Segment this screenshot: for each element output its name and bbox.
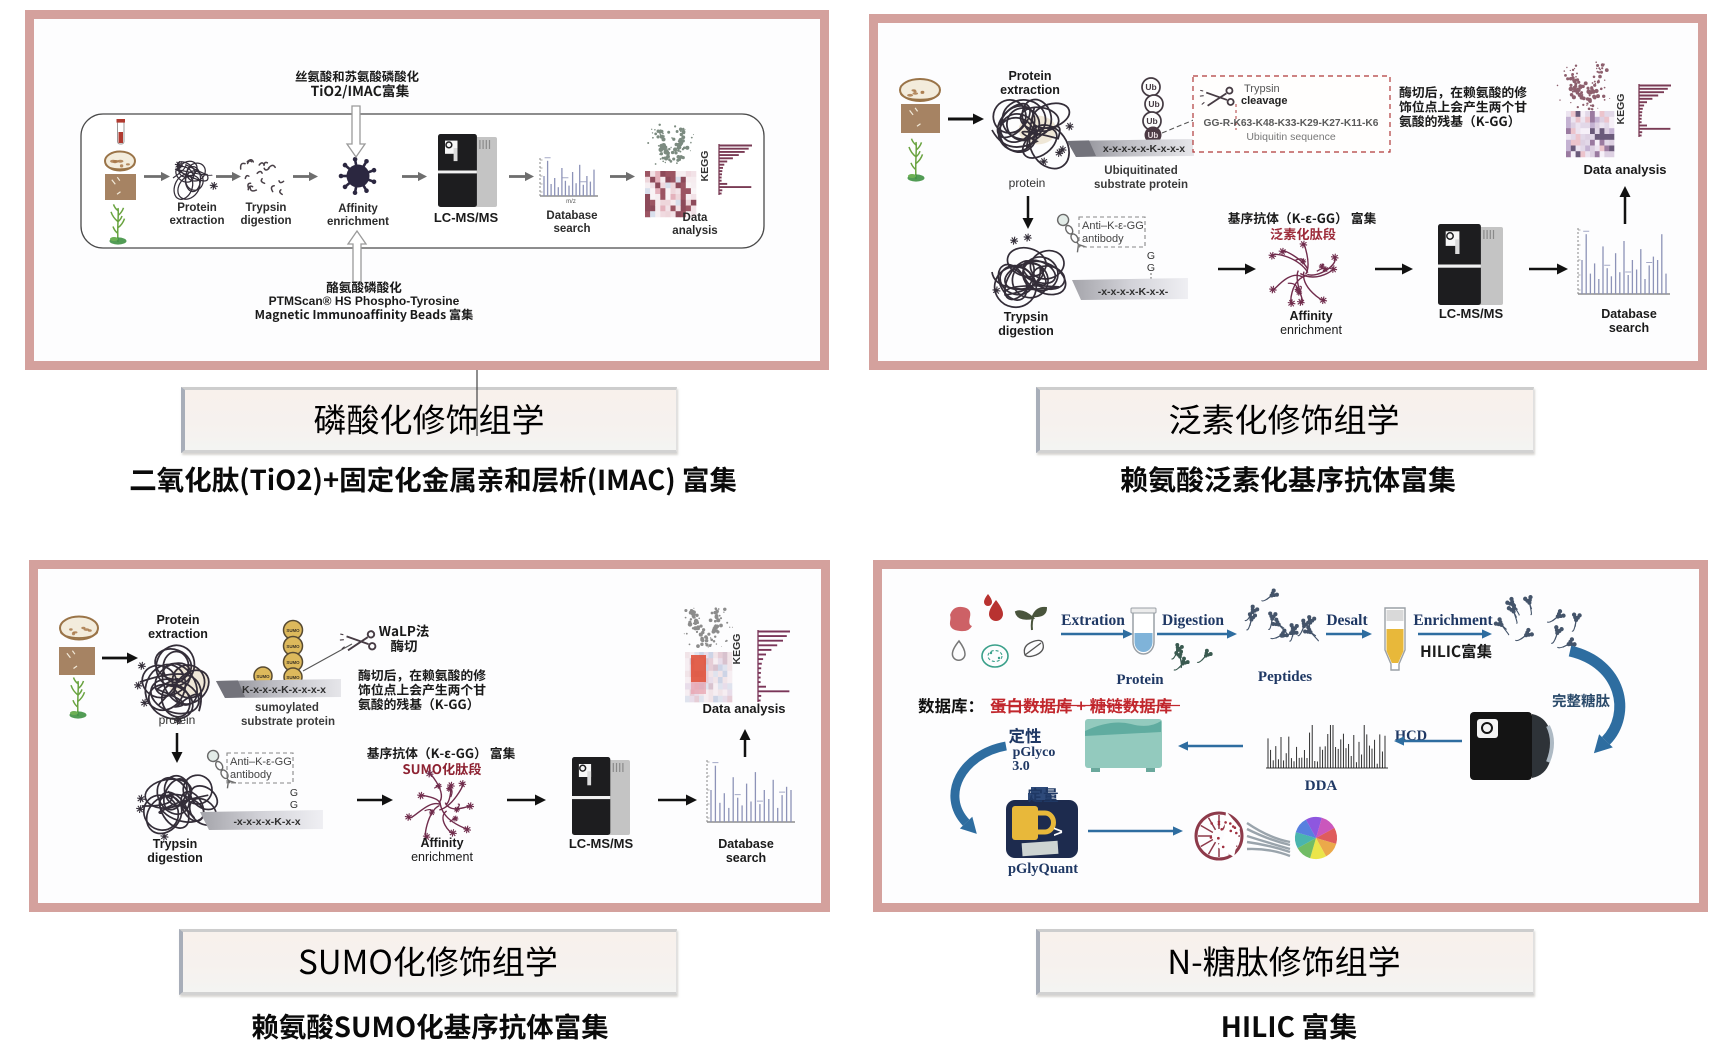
svg-text:Trypsin: Trypsin [1004,310,1048,324]
svg-text:analysis: analysis [672,225,717,237]
svg-text:Protein: Protein [156,613,199,627]
svg-text:DDA: DDA [1305,778,1338,794]
svg-text:digestion: digestion [998,324,1054,338]
svg-text:Anti–K-ε-GG: Anti–K-ε-GG [1082,220,1144,232]
svg-text:Data analysis: Data analysis [702,701,785,716]
svg-text:enrichment: enrichment [327,216,389,228]
svg-text:-x-x-x-x-K-x-x-: -x-x-x-x-K-x-x- [1098,286,1169,298]
svg-text:KEGG: KEGG [731,634,743,665]
svg-text:Database: Database [1601,307,1657,321]
svg-text:pGlyQuant: pGlyQuant [1008,861,1078,877]
svg-text:Ub: Ub [1145,82,1156,92]
svg-text:enrichment: enrichment [1280,323,1342,337]
svg-text:SUMO: SUMO [286,675,300,680]
svg-text:Affinity: Affinity [1289,309,1332,323]
svg-text:>: > [1053,824,1062,841]
svg-text:Enrichment: Enrichment [1413,612,1493,629]
svg-text:G: G [1147,250,1155,262]
svg-text:Affinity: Affinity [338,203,378,215]
svg-text:G: G [290,799,298,811]
svg-text:G: G [1147,262,1155,274]
svg-text:antibody: antibody [1082,233,1124,245]
svg-text:search: search [1609,321,1649,335]
svg-text:substrate protein: substrate protein [241,716,335,728]
svg-text:K-x-x-x-K-x-x-x-x: K-x-x-x-K-x-x-x-x [242,684,326,696]
svg-text:Affinity: Affinity [420,836,463,850]
svg-text:extraction: extraction [170,215,225,227]
svg-text:enrichment: enrichment [411,850,473,864]
svg-text:x-x-x-x-x-K-x-x-x: x-x-x-x-x-K-x-x-x [1103,143,1185,155]
svg-text:Protein: Protein [1008,69,1051,83]
svg-text:PTMScan® HS Phospho-Tyrosine: PTMScan® HS Phospho-Tyrosine [269,294,460,308]
svg-text:sumoylated: sumoylated [255,702,319,714]
svg-text:Extration: Extration [1061,612,1125,629]
svg-text:digestion: digestion [240,215,291,227]
svg-text:Ubiquitinated: Ubiquitinated [1104,165,1177,177]
svg-text:Ub: Ub [1146,116,1157,126]
svg-text:LC-MS/MS: LC-MS/MS [434,210,499,225]
svg-text:Data: Data [683,212,709,224]
svg-text:Desalt: Desalt [1326,612,1368,629]
svg-text:GG-R-K63-K48-K33-K29-K27-K11-K: GG-R-K63-K48-K33-K29-K27-K11-K6 [1204,118,1379,129]
svg-text:substrate protein: substrate protein [1094,179,1188,191]
svg-text:protein: protein [159,713,196,727]
svg-text:protein: protein [1009,176,1046,190]
svg-text:search: search [726,851,766,865]
svg-text:-x-x-x-x-K-x-x: -x-x-x-x-K-x-x [233,816,300,828]
svg-text:Digestion: Digestion [1162,612,1224,629]
svg-text:LC-MS/MS: LC-MS/MS [569,836,634,851]
svg-text:LC-MS/MS: LC-MS/MS [1439,306,1504,321]
svg-text:search: search [553,223,590,235]
svg-text:digestion: digestion [147,851,203,865]
svg-text:Trypsin: Trypsin [246,202,287,214]
svg-text:Data analysis: Data analysis [1583,162,1666,177]
svg-text:m/z: m/z [566,199,576,205]
svg-text:Protein: Protein [177,202,217,214]
svg-text:Ubiquitin sequence: Ubiquitin sequence [1246,131,1335,143]
svg-text:SUMO: SUMO [286,644,300,649]
svg-text:Ub: Ub [1148,131,1159,140]
svg-text:Peptides: Peptides [1258,669,1312,685]
svg-text:Ub: Ub [1148,99,1159,109]
svg-text:Trypsin: Trypsin [1244,83,1280,95]
svg-text:SUMO: SUMO [286,660,300,665]
svg-text:Database: Database [546,210,597,222]
svg-text:3.0: 3.0 [1012,759,1030,774]
svg-text:extraction: extraction [1000,83,1060,97]
svg-text:Anti–K-ε-GG: Anti–K-ε-GG [230,756,292,768]
svg-text:extraction: extraction [148,627,208,641]
svg-text:SUMO: SUMO [286,628,300,633]
svg-text:Trypsin: Trypsin [153,837,197,851]
svg-text:Database: Database [718,837,774,851]
svg-text:KEGG: KEGG [1615,94,1627,125]
svg-text:Protein: Protein [1116,672,1164,688]
svg-text:KEGG: KEGG [699,151,711,182]
svg-text:pGlyco: pGlyco [1013,745,1056,760]
svg-text:antibody: antibody [230,769,272,781]
svg-text:cleavage: cleavage [1241,95,1287,107]
svg-text:G: G [290,787,298,799]
svg-text:SUMO: SUMO [256,674,270,679]
